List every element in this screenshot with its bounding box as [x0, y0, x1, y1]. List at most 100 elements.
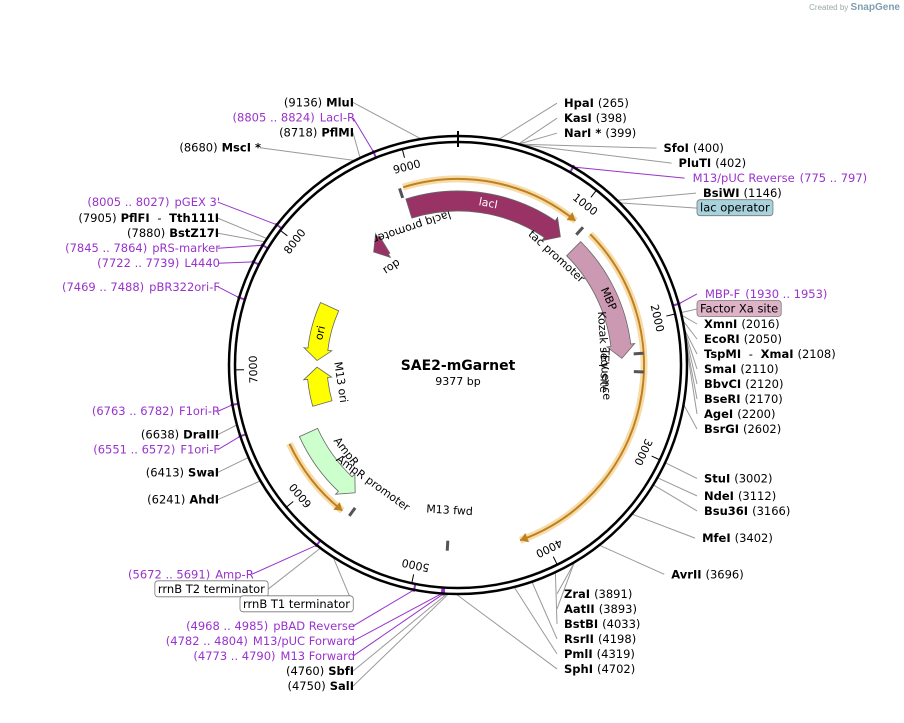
- site-zrai[interactable]: ZraI(3891): [564, 586, 632, 600]
- site-name: MscI *: [222, 140, 261, 154]
- site-smai[interactable]: SmaI(2110): [704, 361, 779, 375]
- site-name: Bsu36I: [704, 503, 748, 517]
- feature-ampr[interactable]: [298, 427, 356, 495]
- site-name: TspMI: [704, 346, 741, 360]
- site-position: (398): [596, 111, 627, 125]
- primer-laci-r[interactable]: (8805 .. 8824)LacI-R: [233, 110, 355, 124]
- site-ahdi[interactable]: (6241)AhdI: [147, 492, 219, 506]
- small-feature-label: M13 fwd: [426, 502, 473, 518]
- label-leader: [652, 484, 698, 512]
- feature-box-label[interactable]: rrnB T1 terminator: [243, 597, 350, 611]
- feature-rop[interactable]: [373, 232, 392, 259]
- primer-pbr322ori-f[interactable]: (7469 .. 7488)pBR322ori-F: [62, 279, 220, 293]
- label-leader: [518, 143, 657, 149]
- bp-tick: [590, 189, 597, 198]
- site-nari[interactable]: NarI *(399): [564, 126, 636, 140]
- site-name: BbvCI: [704, 376, 741, 390]
- label-leader: [217, 404, 233, 412]
- primer-m13-puc-forward[interactable]: (4782 .. 4804)M13/pUC Forward: [166, 634, 355, 648]
- primer-name: M13/pUC Forward: [253, 634, 355, 648]
- feature-box: [154, 580, 269, 598]
- site-name: EcoRI: [704, 331, 740, 345]
- site-name: DraIII: [183, 427, 219, 441]
- site-ndei[interactable]: NdeI(3112): [704, 488, 776, 502]
- primer-name: pBAD Reverse: [273, 619, 355, 633]
- feature-laci[interactable]: [405, 190, 561, 242]
- site-hpai[interactable]: HpaI(265): [564, 96, 629, 110]
- feature-box-label[interactable]: Factor Xa site: [700, 301, 778, 315]
- site-bsrgi[interactable]: BsrGI(2602): [704, 421, 781, 435]
- site-aatii[interactable]: AatII(3893): [564, 601, 637, 615]
- site-name: SmaI: [704, 361, 736, 375]
- bp-tick: [285, 501, 294, 508]
- primer-m13-forward[interactable]: (4773 .. 4790)M13 Forward: [193, 649, 355, 663]
- site-bbvci[interactable]: BbvCI(2120): [704, 376, 783, 390]
- orf-arc: [519, 233, 645, 542]
- site-pflfi[interactable]: (7905)PflFI - Tth111I: [78, 211, 219, 225]
- site-avrii[interactable]: AvrII(3696): [671, 567, 743, 581]
- site-position: (3402): [735, 531, 773, 545]
- site-position: (4750): [287, 679, 325, 693]
- site-name: AgeI: [704, 406, 733, 420]
- site-draiii[interactable]: (6638)DraIII: [141, 427, 219, 441]
- label-leader: [251, 544, 317, 575]
- feature-mbp[interactable]: [566, 241, 636, 359]
- site-ecori[interactable]: EcoRI(2050): [704, 331, 782, 345]
- feature-box-label[interactable]: rrnB T2 terminator: [158, 582, 265, 596]
- primer-name: F1ori-R: [179, 404, 220, 418]
- primer-f1ori-f[interactable]: (6551 .. 6572)F1ori-F: [93, 442, 220, 456]
- label-leader: [680, 308, 698, 314]
- site-stui[interactable]: StuI(3002): [704, 471, 773, 485]
- feature-label: rop: [380, 256, 402, 277]
- primer-m13-puc-reverse[interactable]: M13/pUC Reverse(775 .. 797): [693, 171, 868, 185]
- site-tspmi[interactable]: TspMI - XmaI(2108): [704, 346, 836, 360]
- site-bstz17i[interactable]: (7880)BstZ17I: [127, 226, 219, 240]
- primer-l4440[interactable]: (7722 .. 7739)L4440: [97, 256, 220, 270]
- site-mfei[interactable]: MfeI (3402): [702, 531, 773, 545]
- feature-box-label[interactable]: lac operator: [700, 201, 770, 215]
- primer-range: (775 .. 797): [800, 171, 868, 185]
- site-kasi[interactable]: KasI(398): [564, 111, 627, 125]
- site-name: ZraI: [564, 586, 590, 600]
- site-bseri[interactable]: BseRI(2170): [704, 391, 783, 405]
- snapgene-logo: SnapGene: [850, 2, 900, 13]
- site-rsrii[interactable]: RsrII(4198): [564, 631, 636, 645]
- site-bsu36i[interactable]: Bsu36I(3166): [704, 503, 790, 517]
- feature-m13-ori[interactable]: [302, 366, 333, 407]
- label-leader: [518, 143, 672, 164]
- label-leader: [556, 561, 576, 595]
- site-pluti[interactable]: PluTI(402): [679, 156, 747, 170]
- site-name: MfeI: [702, 531, 731, 545]
- primer-name: M13 Forward: [281, 649, 355, 663]
- feature-box: [239, 595, 354, 613]
- primer-pgex-3-[interactable]: (8005 .. 8027)pGEX 3': [87, 195, 220, 209]
- site-bsiwi[interactable]: BsiWI(1146): [703, 186, 782, 200]
- primer-f1ori-r[interactable]: (6763 .. 6782)F1ori-R: [92, 404, 220, 418]
- site-sbfi[interactable]: (4760)SbfI: [286, 664, 354, 678]
- primer-amp-r[interactable]: (5672 .. 5691)Amp-R: [128, 567, 254, 581]
- site-bstbi[interactable]: BstBI(4033): [564, 616, 640, 630]
- site-pmli[interactable]: PmlI(4319): [564, 646, 635, 660]
- site-sphi[interactable]: SphI(4702): [564, 661, 635, 675]
- label-leader: [556, 562, 575, 610]
- site-xmni[interactable]: XmnI(2016): [704, 316, 780, 330]
- label-leader: [657, 477, 698, 497]
- site-agei[interactable]: AgeI(2200): [704, 406, 775, 420]
- site-msci[interactable]: (8680)MscI *: [179, 140, 261, 154]
- site-swai[interactable]: (6413)SwaI: [146, 465, 219, 479]
- primer-prs-marker[interactable]: (7845 .. 7864)pRS-marker: [65, 241, 220, 255]
- primer-pbad-reverse[interactable]: (4968 .. 4985)pBAD Reverse: [186, 619, 355, 633]
- site-sfoi[interactable]: SfoI(400): [664, 141, 724, 155]
- label-leader: [531, 581, 558, 640]
- feature-ori[interactable]: [302, 302, 340, 362]
- primer-range: (7469 .. 7488): [62, 279, 144, 293]
- site-name: SfoI: [664, 141, 689, 155]
- bp-tick: [411, 574, 415, 584]
- small-feature-label: Kozak sequence: [595, 311, 614, 401]
- snapgene-credit: Created by SnapGene: [809, 2, 900, 13]
- site-pflmi[interactable]: (8718)PflMI: [279, 125, 354, 139]
- primer-name: LacI-R: [320, 110, 355, 124]
- primer-mbp-f[interactable]: MBP-F(1930 .. 1953): [705, 286, 827, 300]
- site-mlui[interactable]: (9136)MluI: [284, 95, 354, 109]
- site-sali[interactable]: (4750)SalI: [287, 679, 354, 693]
